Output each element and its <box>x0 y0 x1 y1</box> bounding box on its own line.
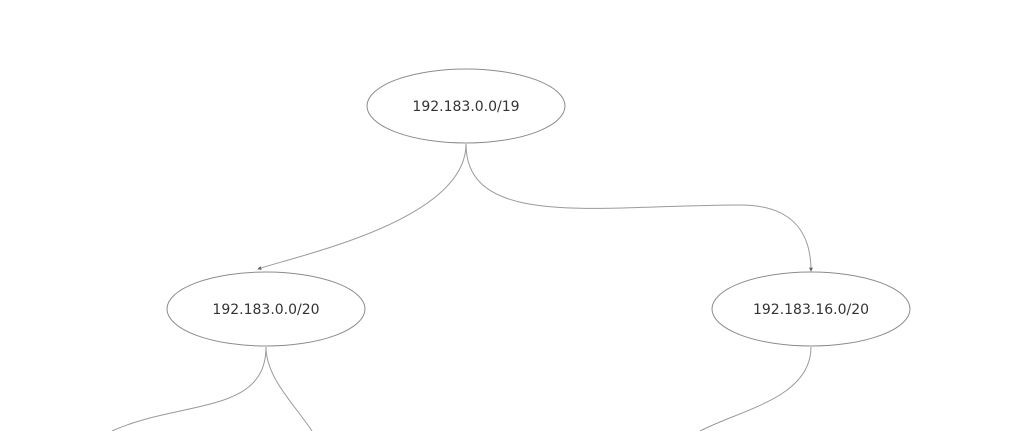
edge-root-to-left-child <box>257 143 467 270</box>
edge-root-to-right-child <box>465 143 813 272</box>
node-right-child-shape <box>711 271 911 347</box>
node-root-label: 192.183.0.0/19 <box>412 99 519 115</box>
edge-left-child-to-lower-left <box>111 346 267 431</box>
node-right-child[interactable]: 192.183.16.0/20 <box>711 271 911 347</box>
node-left-child-label: 192.183.0.0/20 <box>212 302 319 318</box>
node-right-child-label: 192.183.16.0/20 <box>753 302 869 318</box>
edge-left-child-to-lower-right <box>265 346 313 431</box>
node-left-child[interactable]: 192.183.0.0/20 <box>166 271 366 347</box>
node-left-child-shape <box>166 271 366 347</box>
node-root-shape <box>366 68 566 144</box>
edge-right-child-to-lower <box>699 346 812 431</box>
node-root[interactable]: 192.183.0.0/19 <box>366 68 566 144</box>
